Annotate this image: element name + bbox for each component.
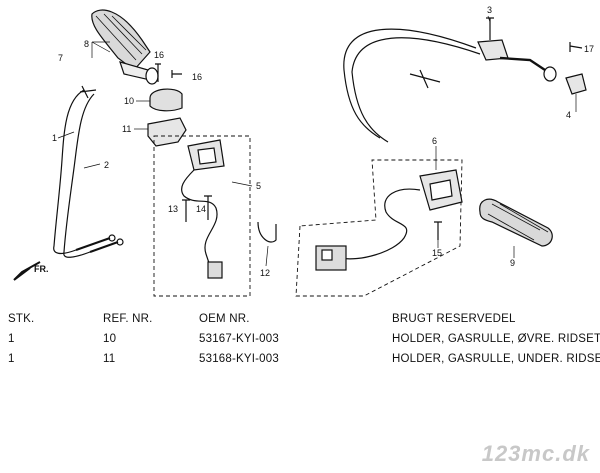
screw-part-16b [171, 70, 182, 78]
table-header: STK. REF. NR. OEM NR. BRUGT RESERVEDEL [0, 313, 600, 331]
header-ref: REF. NR. [103, 313, 153, 325]
throttle-cables-part [53, 85, 124, 258]
row-oem: 53167-KYI-003 [199, 333, 279, 345]
left-grip-part [479, 198, 553, 247]
callout-9: 9 [510, 258, 515, 268]
row-ref: 11 [103, 353, 116, 365]
row-ref: 10 [103, 333, 117, 345]
screw-part-14 [204, 195, 212, 220]
front-direction-arrow [13, 261, 41, 281]
switch-assembly-box [153, 135, 251, 297]
row-qty: 1 [8, 353, 15, 365]
screw-part-16a [155, 63, 161, 82]
row-description: HOLDER, GASRULLE, ØVRE. RIDSET [392, 333, 600, 345]
callout-15: 15 [432, 248, 442, 258]
callout-12: 12 [260, 268, 270, 278]
header-oem: OEM NR. [199, 313, 250, 325]
screw-part-13 [182, 199, 190, 222]
callout-5: 5 [256, 181, 261, 191]
throttle-holder-lower-part [147, 117, 187, 147]
callout-1: 1 [52, 133, 57, 143]
callout-2: 2 [104, 160, 109, 170]
row-qty: 1 [8, 333, 15, 345]
callout-3: 3 [487, 5, 492, 15]
table-row: 1 11 53168-KYI-003 HOLDER, GASRULLE, UND… [0, 353, 600, 371]
callout-14: 14 [196, 204, 206, 214]
callout-8: 8 [84, 39, 89, 49]
row-description: HOLDER, GASRULLE, UNDER. RIDSET [392, 353, 600, 365]
table-row: 1 10 53167-KYI-003 HOLDER, GASRULLE, ØVR… [0, 333, 600, 351]
callout-17: 17 [584, 44, 594, 54]
callout-16a: 16 [154, 50, 164, 60]
callout-6: 6 [432, 136, 437, 146]
bolt-part-17 [569, 42, 583, 52]
left-switch-box [295, 159, 463, 297]
callout-16b: 16 [192, 72, 202, 82]
choke-cable-part [343, 17, 557, 143]
row-oem: 53168-KYI-003 [199, 353, 279, 365]
parts-diagram: 8 7 16 16 10 11 1 2 5 13 14 12 3 17 4 6 … [13, 5, 594, 297]
handlebar-switch-part [181, 139, 225, 279]
direction-label: FR. [34, 264, 49, 274]
watermark-logo: 123mc.dk [481, 441, 590, 466]
callout-4: 4 [566, 110, 571, 120]
callout-10: 10 [124, 96, 134, 106]
throttle-grip-part [91, 9, 159, 85]
screw-part-15 [434, 221, 442, 240]
header-qty: STK. [8, 313, 35, 325]
callout-7: 7 [58, 53, 63, 63]
callout-13: 13 [168, 204, 178, 214]
header-description: BRUGT RESERVEDEL [392, 313, 516, 325]
clamp-part-12 [257, 221, 277, 243]
callout-11: 11 [122, 124, 131, 134]
throttle-holder-upper-part [149, 88, 183, 112]
left-handlebar-switch-part [315, 169, 463, 271]
bracket-part-4 [565, 73, 587, 95]
